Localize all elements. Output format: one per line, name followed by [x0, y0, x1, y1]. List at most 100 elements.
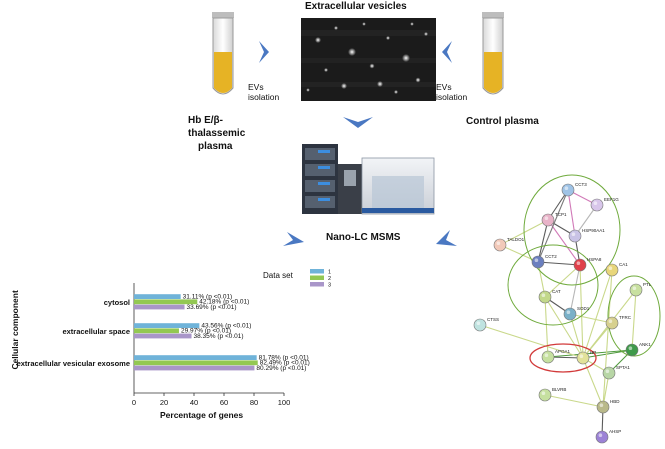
network-node-highlight [608, 319, 613, 324]
bar-value-label: 81.78% (p <0.01) [259, 354, 309, 361]
network-node: HP [576, 350, 596, 365]
network-node: PTL [629, 282, 652, 297]
network-node-highlight [579, 354, 584, 359]
bar [134, 333, 192, 339]
bar-value-label: 31.11% (p <0.01) [183, 293, 233, 300]
x-tick-label: 80 [250, 398, 258, 407]
category-label: extracellular space [62, 327, 130, 336]
network-node-circle [561, 183, 575, 197]
bar-value-label: 38.35% (p <0.01) [194, 333, 244, 340]
network-edge [582, 349, 633, 359]
network-node: TALDO1 [493, 237, 525, 252]
network-node-label: APOA1 [555, 349, 571, 354]
legend-swatch [310, 269, 324, 274]
network-edge [582, 357, 604, 408]
network-edge [569, 313, 613, 324]
network-edge [547, 349, 633, 358]
category-label: cytosol [104, 298, 130, 307]
evs-isolation-label-right: EVs isolation [436, 82, 467, 103]
network-node-circle [605, 316, 619, 330]
category-label: extracellular vesicular exosome [17, 359, 130, 368]
legend-entry: 3 [328, 283, 331, 289]
arrow-left-icon [442, 41, 452, 63]
network-node-circle [563, 307, 577, 321]
legend-title: Data set [263, 271, 293, 280]
network-node-highlight [534, 258, 539, 263]
network-node-label: CCT3 [575, 182, 587, 187]
network-node: TFRC [605, 315, 632, 330]
network-edge [602, 269, 613, 408]
network-node-label: ANK1 [639, 342, 651, 347]
network-node-circle [605, 263, 619, 277]
bar-value-label: 29.97% (p <0.01) [181, 328, 231, 335]
network-node-circle [625, 343, 639, 357]
network-node: APOA1 [541, 349, 571, 364]
network-node-label: SPTA1 [616, 365, 630, 370]
network-node-circle [576, 351, 590, 365]
network-node: SOD1 [563, 306, 590, 321]
network-node-circle [596, 400, 610, 414]
network-node-label: BLVRB [552, 387, 566, 392]
network-node-highlight [576, 261, 581, 266]
network-node-circle [541, 350, 555, 364]
cluster-outline [523, 174, 621, 286]
left-sample-line1: Hb E/β- [188, 115, 223, 126]
network-node-label: CCT2 [545, 254, 557, 259]
network-node-label: CA1 [619, 262, 628, 267]
network-node-label: HBD [610, 399, 620, 404]
network-node-circle [531, 255, 545, 269]
arrow-right-icon [259, 41, 269, 63]
left-sample-label: Hb E/β- thalassemic plasma [188, 114, 245, 153]
evs-isolation-left-line2: isolation [248, 91, 280, 102]
bar [134, 328, 179, 334]
network-node-highlight [541, 293, 546, 298]
legend-entry: 1 [328, 270, 331, 276]
cluster-outline [607, 275, 661, 357]
lc-ms-instrument-icon [302, 144, 435, 215]
network-edge [544, 296, 549, 358]
x-tick-label: 40 [190, 398, 198, 407]
ev-title: Extracellular vesicles [305, 1, 407, 12]
bar-value-label: 42.18% (p <0.01) [199, 299, 249, 306]
network-edge [544, 264, 581, 298]
network-edge [569, 313, 584, 359]
left-sample-tube-icon [212, 12, 234, 95]
network-node-circle [538, 388, 552, 402]
protein-interaction-network: CCT3EEF1GTCP1HSP90AA1TALDO1HSPA8CA1CCT2C… [473, 174, 661, 444]
network-node: CA1 [605, 262, 628, 277]
bar [134, 323, 200, 328]
network-node: CAT [538, 289, 561, 304]
bar [134, 299, 198, 305]
network-node-label: TCP1 [555, 212, 567, 217]
left-sample-line3: plasma [198, 141, 233, 152]
network-node-label: HP [590, 350, 596, 355]
legend-swatch [310, 282, 324, 287]
arrow-down-icon [343, 117, 373, 128]
network-node-circle [493, 238, 507, 252]
network-edge [569, 264, 581, 315]
instrument-label: Nano-LC MSMS [326, 232, 401, 243]
network-node: SPTA1 [602, 365, 630, 380]
network-node-circle [629, 283, 643, 297]
network-node-circle [473, 318, 487, 332]
network-node: CCT3 [561, 182, 587, 197]
arrow-down-right-icon [436, 230, 457, 246]
cluster-outline [507, 244, 599, 326]
bar-value-label: 33.69% (p <0.01) [187, 304, 237, 311]
network-node-highlight [593, 201, 598, 205]
network-node-highlight [564, 186, 569, 190]
bar [134, 365, 255, 371]
network-node-label: HSP90AA1 [582, 228, 605, 233]
bar [134, 304, 185, 310]
network-node-label: SOD1 [577, 306, 590, 311]
network-node-label: CTSS [487, 317, 499, 322]
network-node: AHSP [595, 429, 621, 444]
network-node: BLVRB [538, 387, 566, 402]
network-node-circle [590, 198, 604, 212]
network-node-highlight [544, 353, 549, 358]
network-node-highlight [632, 286, 637, 291]
network-node-label: AHSP [609, 429, 621, 434]
